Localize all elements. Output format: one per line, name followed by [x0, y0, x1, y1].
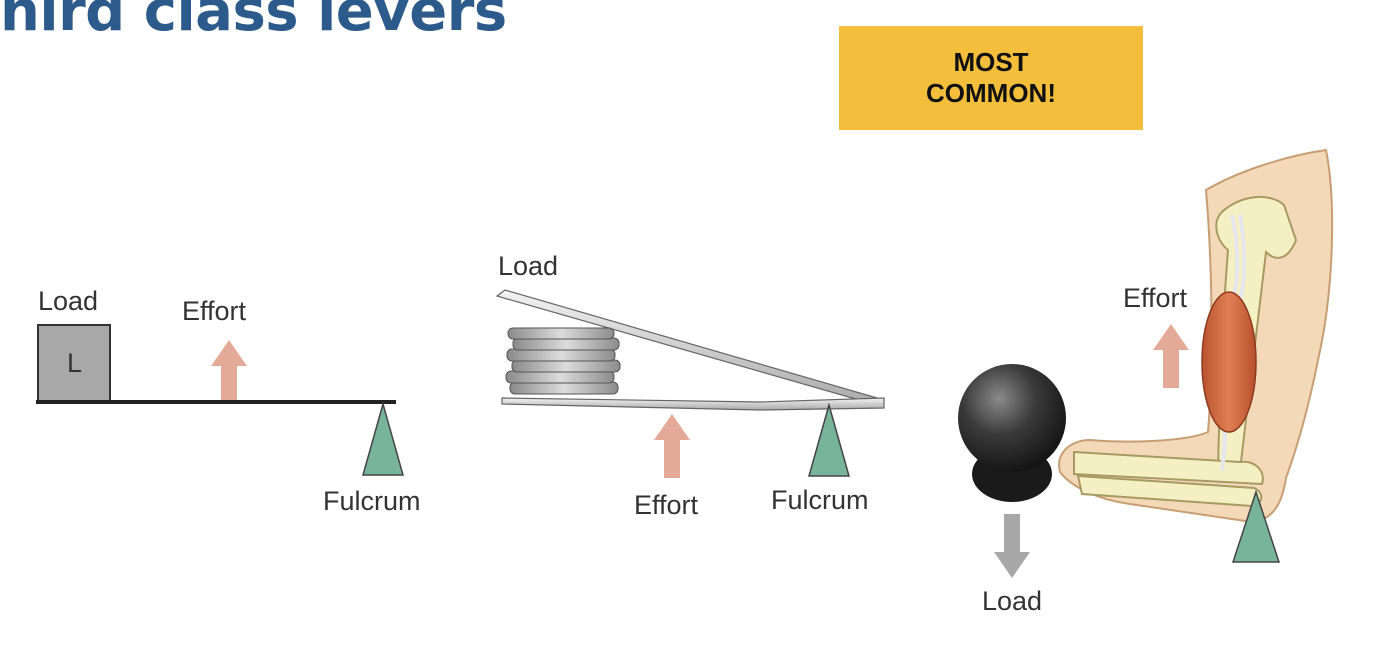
ball-weight: [958, 364, 1066, 472]
simple-lever-diagram: [36, 324, 404, 476]
effort-arrow: [1153, 324, 1189, 388]
load-arrow: [994, 514, 1030, 578]
diagram3-effort-label: Effort: [1123, 283, 1188, 313]
tongs-diagram: [495, 289, 885, 478]
most-common-badge: MOST COMMON!: [839, 26, 1143, 130]
diagram2-load-label: Load: [498, 251, 559, 281]
biceps-muscle: [1201, 291, 1257, 433]
fulcrum-triangle: [808, 402, 850, 477]
diagram1-fulcrum-label: Fulcrum: [323, 486, 421, 516]
forearm-bone-upper: [1073, 450, 1264, 486]
diagram2-effort-label: Effort: [634, 490, 699, 520]
coin-stack: [505, 327, 621, 395]
tongs-lower-arm: [501, 397, 885, 411]
diagram1-effort-label: Effort: [182, 296, 247, 326]
effort-arrow: [211, 340, 247, 400]
effort-arrow: [654, 414, 690, 478]
diagram1-load-label: Load: [38, 286, 99, 316]
fulcrum-triangle: [362, 401, 404, 476]
diagram3-load-label: Load: [982, 586, 1043, 616]
load-box: [37, 324, 111, 403]
forearm-diagram: [958, 148, 1334, 578]
page-title: hird class levers: [0, 0, 507, 44]
diagram2-fulcrum-label: Fulcrum: [771, 485, 869, 515]
fulcrum-triangle: [1231, 489, 1281, 563]
diagram1-box-letter: L: [67, 348, 83, 378]
badge-text: MOST COMMON!: [926, 46, 1056, 108]
